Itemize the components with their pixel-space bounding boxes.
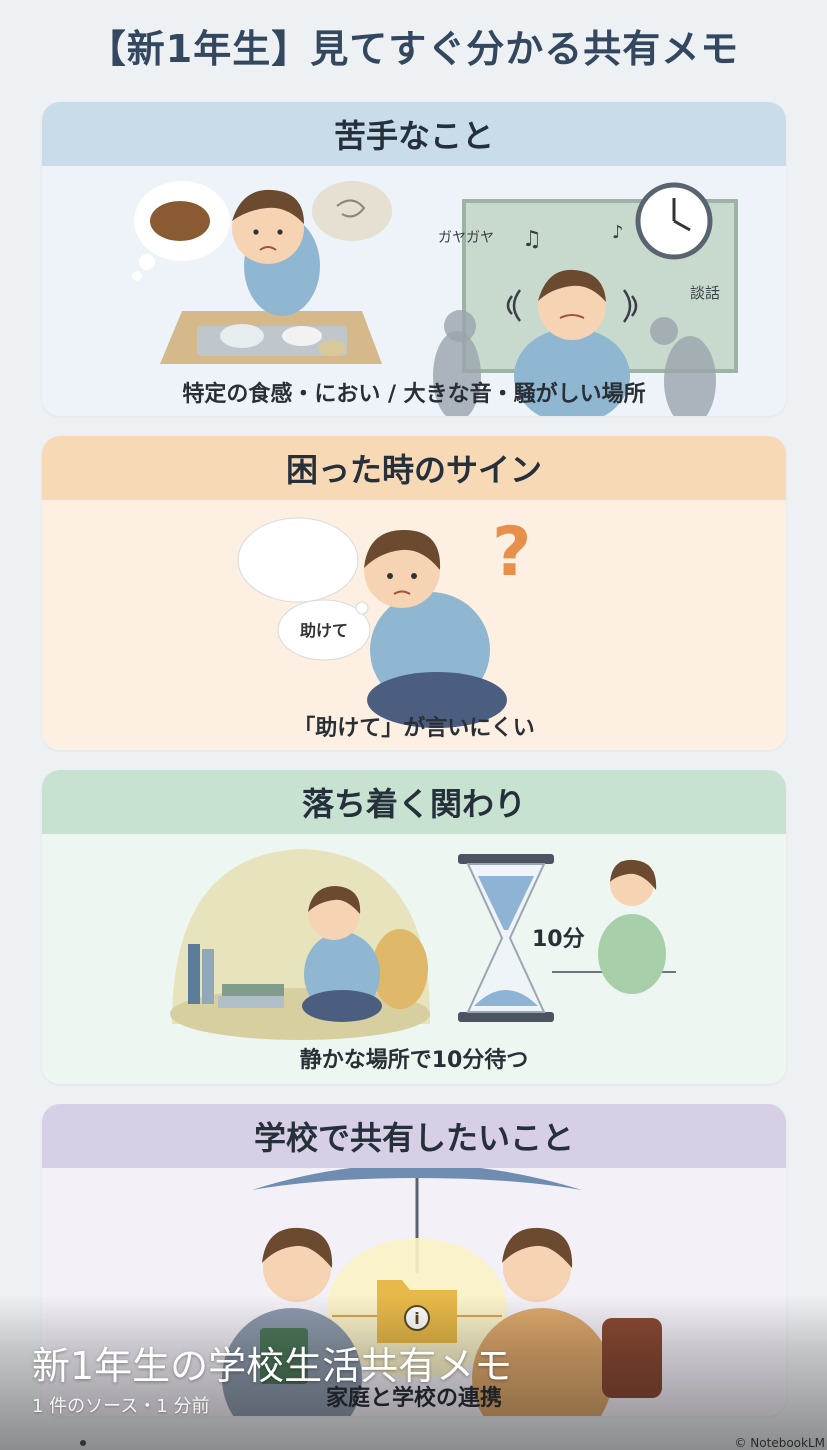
card-caption: 特定の食感・におい / 大きな音・騒がしい場所 [182, 382, 646, 407]
noise-label: ガヤガヤ [438, 230, 494, 246]
parent-body [472, 1308, 612, 1416]
music-note-icon: ♫ [522, 227, 542, 252]
distress-illustration: 助けて ? [237, 513, 531, 728]
thought-text: 助けて [300, 621, 348, 640]
card-dislikes: 苦手なこと [42, 102, 786, 416]
child-legs [367, 672, 507, 728]
minutes-label: 10分 [532, 927, 585, 952]
svg-text:♪: ♪ [612, 222, 624, 243]
boy2-body [514, 328, 630, 416]
thought-bubble-icon: 助けて [237, 517, 371, 661]
backpack-shape [602, 1318, 662, 1398]
card-caption: 家庭と学校の連携 [325, 1386, 502, 1411]
folder-info-icon: i [377, 1280, 457, 1343]
card-illustration: i [42, 1168, 786, 1416]
card-heading: 苦手なこと [42, 102, 786, 166]
cushion [372, 929, 428, 1009]
food-icon [132, 181, 230, 281]
clock-icon [635, 182, 713, 260]
card-caption: 静かな場所で10分待つ [299, 1048, 529, 1073]
hourglass-icon [458, 854, 554, 1022]
card-school-sharing: 学校で共有したいこと i [42, 1104, 786, 1416]
sharing-illustration: i [222, 1168, 662, 1416]
bottom-dot [80, 1440, 86, 1446]
card-heading: 学校で共有したいこと [42, 1104, 786, 1168]
page-title: 【新1年生】見てすぐ分かる共有メモ [87, 27, 740, 71]
card-illustration: 10分 静かな場所で10分待つ [42, 834, 786, 1084]
card-illustration: ♫ ♪ ガヤガヤ 談話 特定の食感・におい / 大きな音・騒がしい場所 [42, 166, 786, 416]
teacher-body [598, 914, 666, 994]
info-glyph: i [414, 1309, 419, 1328]
overlay-title[interactable]: 新1年生の学校生活共有メモ [32, 1344, 513, 1388]
overlay-meta: 1 件のソース・1 分前 [32, 1396, 210, 1417]
smell-cloud-icon [312, 181, 392, 241]
sound-waves [506, 289, 522, 322]
credit-label: © NotebookLM [734, 1436, 825, 1450]
dislikes-illustration: ♫ ♪ ガヤガヤ 談話 [132, 181, 738, 416]
boy-hair [232, 189, 304, 224]
card-caption: 「助けて」が言いにくい [293, 716, 535, 741]
card-illustration: 助けて ? 「助けて」が言いにくい [42, 500, 786, 750]
card-distress-signs: 困った時のサイン 助けて ? 「助けて」が言いにくい [42, 436, 786, 750]
book-stack-icon [188, 944, 284, 1008]
card-heading: 困った時のサイン [42, 436, 786, 500]
notebook-shape [260, 1328, 308, 1384]
card-heading: 落ち着く関わり [42, 770, 786, 834]
card-calming-approach: 落ち着く関わり 10分 [42, 770, 786, 1084]
talk-label: 談話 [690, 284, 720, 302]
question-mark-icon: ? [492, 513, 531, 592]
calming-illustration: 10分 [170, 849, 676, 1040]
